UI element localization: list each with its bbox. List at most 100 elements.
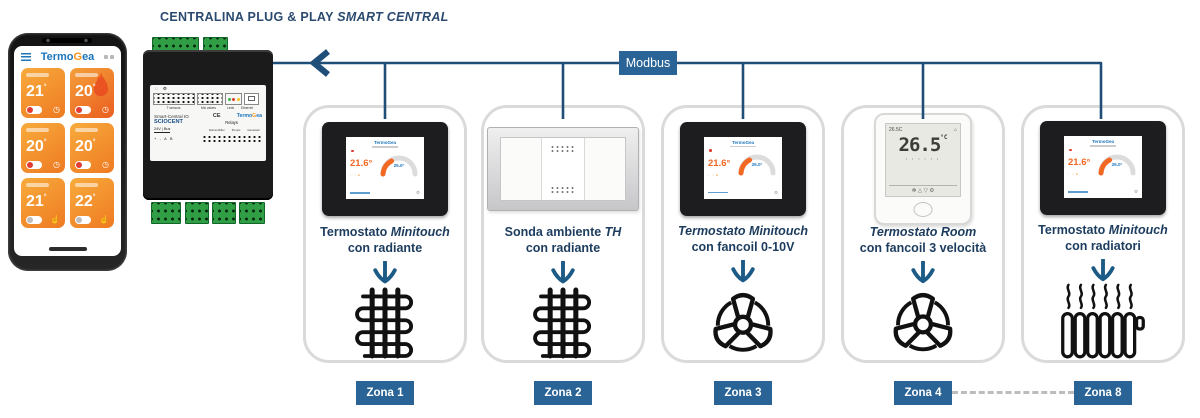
clock-icon: ◷ bbox=[53, 160, 60, 169]
terminal-block-bottom-3 bbox=[212, 202, 236, 224]
screen-mode-icons: ◦ ◦ ▸ bbox=[1068, 172, 1080, 177]
screen-temp: 21.6° bbox=[708, 157, 731, 169]
minitouch-screen: TermoGea 21.6° ◦ ◦ ▸ 25.0° bbox=[346, 137, 424, 199]
screen-brand: TermoGea bbox=[374, 140, 396, 145]
zona-4-label: Zona 4 bbox=[894, 381, 952, 405]
tile-room-label bbox=[75, 73, 99, 77]
screen-brand: TermoGea bbox=[732, 139, 754, 145]
screen-setpoint: 25.0° bbox=[393, 162, 405, 168]
toggle-switch[interactable] bbox=[26, 106, 42, 114]
arrow-left-icon bbox=[309, 49, 330, 77]
flame-icon bbox=[93, 72, 108, 97]
tile-temperature: 20° bbox=[75, 82, 96, 100]
app-tile-5[interactable]: 21° ☝ bbox=[21, 178, 65, 228]
setpoint-gauge: 25.0° bbox=[1096, 149, 1138, 177]
down-arrow-icon bbox=[373, 260, 397, 283]
radiator-icon bbox=[1061, 283, 1145, 359]
tile-room-label bbox=[26, 73, 50, 77]
ce-mark: CE bbox=[212, 113, 221, 119]
bus-pins: + - A B bbox=[154, 136, 174, 141]
room-thermostat: 26.5C ⌂ 26.5°C ▪ ▪ ▪ ▪ ▪ ▪ ✻ △ ▽ ⚙ bbox=[874, 113, 972, 225]
zona-8-label: Zona 8 bbox=[1074, 381, 1132, 405]
tile-temperature: 22° bbox=[75, 192, 96, 210]
tile-room-label bbox=[75, 183, 99, 187]
zone-device-label: Termostato Minitouch con radiatori bbox=[1038, 223, 1168, 254]
app-tile-1[interactable]: 21° ◷ bbox=[21, 68, 65, 118]
tile-room-label bbox=[75, 128, 99, 132]
zone-card-3: TermoGea 21.6° ◦ ◦ ▸ 25.0° bbox=[661, 105, 825, 363]
tile-temperature: 21° bbox=[26, 192, 47, 210]
mix-valve-terminals: G 2 1 bbox=[197, 93, 223, 105]
terminal-block-top-2 bbox=[203, 37, 228, 52]
sensor-vents bbox=[550, 145, 576, 154]
down-arrow-icon bbox=[911, 260, 935, 283]
minitouch-screen: TermoGea 21.6° ◦ ◦ ▸ 25.0° bbox=[704, 136, 782, 199]
title-main: CENTRALINA PLUG & PLAY bbox=[160, 10, 334, 24]
t-sensor-terminals: EXT 2 1 bbox=[153, 93, 195, 105]
title-italic: SMART CENTRAL bbox=[337, 10, 449, 24]
app-tile-2[interactable]: 20° ◷ bbox=[70, 68, 114, 118]
screen-temp: 21.6° bbox=[350, 158, 373, 169]
relays-label: Relays bbox=[225, 119, 238, 125]
relay-group-labels: Dehumidifier Pumps Generator bbox=[208, 127, 260, 132]
tile-temperature: 20° bbox=[75, 137, 96, 155]
toggle-switch[interactable] bbox=[26, 216, 42, 224]
hand-icon: ☝ bbox=[50, 215, 60, 224]
round-button[interactable] bbox=[913, 202, 933, 217]
fan-icon bbox=[893, 293, 953, 352]
app-header: TermoGea bbox=[14, 46, 121, 66]
ambient-sensor-th bbox=[487, 127, 639, 211]
controller-code: SCIOCENT bbox=[154, 119, 183, 125]
app-screen: TermoGea 21° ◷ 20° ◷ bbox=[14, 46, 121, 256]
radiant-coil-icon bbox=[355, 286, 414, 359]
setpoint-gauge: 25.0° bbox=[378, 150, 420, 178]
power-gear-icons: ◌ ⚙ bbox=[155, 86, 169, 91]
app-tile-6[interactable]: 22° ☝ bbox=[70, 178, 114, 228]
zone-card-2: Sonda ambiente TH con radiante bbox=[481, 105, 645, 363]
zone-device-label: Termostato Room con fancoil 3 velocità bbox=[859, 225, 987, 256]
gear-icon: ⚙ bbox=[773, 189, 778, 195]
tile-room-label bbox=[26, 128, 50, 132]
zone-device-label: Sonda ambiente TH con radiante bbox=[504, 225, 622, 256]
screen-setpoint: 25.0° bbox=[1111, 161, 1123, 167]
header-actions-icon[interactable] bbox=[104, 55, 114, 59]
screen-brand: TermoGea bbox=[1092, 139, 1114, 145]
home-bar bbox=[48, 247, 87, 251]
app-tile-3[interactable]: 20° ◷ bbox=[21, 123, 65, 173]
app-tile-4[interactable]: 20° ◷ bbox=[70, 123, 114, 173]
gear-icon: ⚙ bbox=[415, 190, 420, 195]
toggle-switch[interactable] bbox=[75, 161, 91, 169]
zone-card-4: 26.5C ⌂ 26.5°C ▪ ▪ ▪ ▪ ▪ ▪ ✻ △ ▽ ⚙ Termo… bbox=[841, 105, 1005, 363]
tile-room-label bbox=[26, 183, 50, 187]
minitouch-thermostat: TermoGea 21.6° ◦ ◦ ▸ 25.0° bbox=[680, 121, 806, 216]
terminal-block-bottom-2 bbox=[185, 202, 209, 224]
gear-icon: ⚙ bbox=[1133, 189, 1138, 195]
sensor-vents bbox=[550, 186, 576, 193]
home-icon: ⌂ bbox=[953, 127, 957, 133]
termogea-logo-small: TermoGea bbox=[236, 113, 262, 119]
zona-2-label: Zona 2 bbox=[534, 381, 592, 405]
down-arrow-icon bbox=[731, 259, 755, 283]
terminal-block-bottom-4 bbox=[239, 202, 265, 224]
toggle-switch[interactable] bbox=[75, 106, 91, 114]
thermostat-buttons[interactable]: ✻ △ ▽ ⚙ bbox=[889, 185, 957, 194]
toggle-switch[interactable] bbox=[26, 161, 42, 169]
hamburger-menu-icon[interactable] bbox=[21, 53, 31, 61]
zone-card-5: TermoGea 21.6° ◦ ◦ ▸ 25.0° bbox=[1021, 105, 1185, 363]
toggle-switch[interactable] bbox=[75, 216, 91, 224]
screen-setpoint: 25.0° bbox=[751, 162, 763, 168]
screen-mode-icons: ◦ ◦ ▸ bbox=[708, 172, 720, 177]
clock-icon: ◷ bbox=[53, 105, 60, 114]
down-arrow-icon bbox=[551, 260, 575, 283]
room-lcd: 26.5C ⌂ 26.5°C ▪ ▪ ▪ ▪ ▪ ▪ ✻ △ ▽ ⚙ bbox=[885, 123, 961, 197]
terminal-block-bottom-1 bbox=[151, 202, 181, 224]
zone-card-1: TermoGea 21.6° ◦ ◦ ▸ 25.0° bbox=[303, 105, 467, 363]
screen-temp: 21.6° bbox=[1068, 157, 1091, 169]
minitouch-thermostat: TermoGea 21.6° ◦ ◦ ▸ 25.0° bbox=[322, 122, 448, 216]
minitouch-screen: TermoGea 21.6° ◦ ◦ ▸ 25.0° bbox=[1064, 136, 1142, 199]
phone-speaker-camera bbox=[42, 38, 92, 43]
modbus-label: Modbus bbox=[619, 51, 677, 75]
zone-device-label: Termostato Minitouch con fancoil 0-10V bbox=[677, 224, 809, 255]
minitouch-thermostat: TermoGea 21.6° ◦ ◦ ▸ 25.0° bbox=[1040, 121, 1166, 216]
